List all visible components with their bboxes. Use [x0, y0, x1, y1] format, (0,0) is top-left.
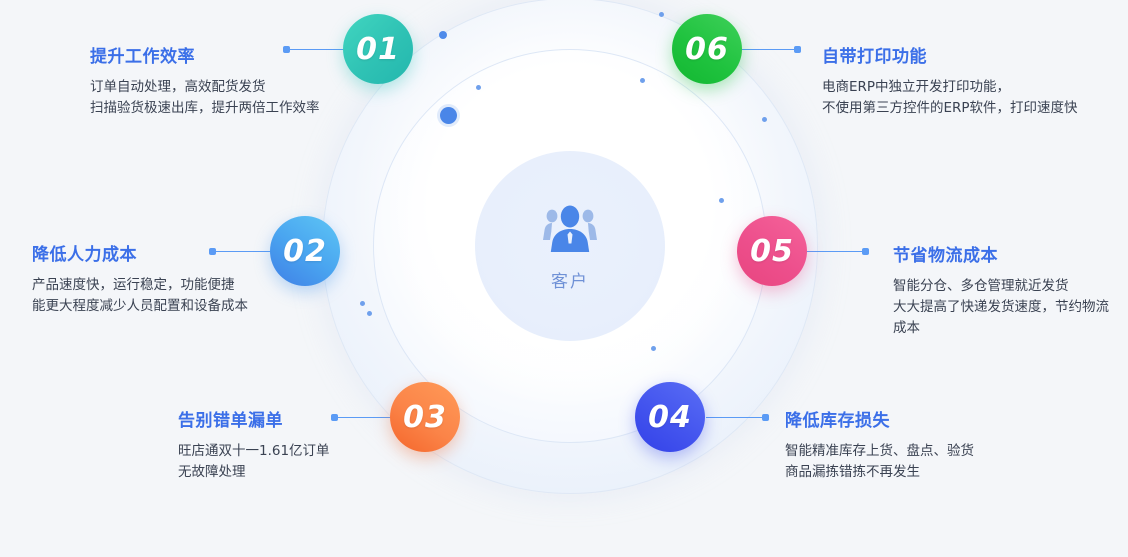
connector-dot-01	[283, 46, 290, 53]
badge-01[interactable]: 01	[343, 14, 413, 84]
feature-description-01: 订单自动处理，高效配货发货 扫描验货极速出库，提升两倍工作效率	[90, 79, 320, 116]
orbit-dot	[659, 12, 664, 17]
connector-dot-03	[331, 414, 338, 421]
orbit-dot	[440, 107, 457, 124]
feature-block-05: 节省物流成本 智能分仓、多仓管理就近发货 大大提高了快递发货速度，节约物流成本	[893, 241, 1118, 339]
badge-03[interactable]: 03	[390, 382, 460, 452]
orbit-dot	[762, 117, 767, 122]
orbit-dot	[367, 311, 372, 316]
feature-title-06: 自带打印功能	[822, 47, 927, 67]
badge-number: 05	[750, 233, 794, 269]
feature-block-06: 自带打印功能 电商ERP中独立开发打印功能， 不使用第三方控件的ERP软件，打印…	[822, 42, 1087, 119]
feature-description-02: 产品速度快，运行稳定，功能便捷 能更大程度减少人员配置和设备成本	[32, 277, 248, 314]
orbit-dot	[719, 198, 724, 203]
feature-block-02: 降低人力成本 产品速度快，运行稳定，功能便捷 能更大程度减少人员配置和设备成本	[32, 240, 282, 317]
badge-02[interactable]: 02	[270, 216, 340, 286]
feature-title-03: 告别错单漏单	[178, 411, 283, 431]
badge-number: 06	[685, 31, 729, 67]
badge-number: 04	[648, 399, 692, 435]
orbit-dot	[476, 85, 481, 90]
feature-block-04: 降低库存损失 智能精准库存上货、盘点、验货 商品漏拣错拣不再发生	[785, 406, 1035, 483]
feature-description-03: 旺店通双十一1.61亿订单 无故障处理	[178, 443, 330, 480]
connector-dot-06	[794, 46, 801, 53]
feature-block-01: 提升工作效率 订单自动处理，高效配货发货 扫描验货极速出库，提升两倍工作效率	[90, 42, 360, 119]
connector-dot-02	[209, 248, 216, 255]
badge-number: 02	[283, 233, 327, 269]
feature-description-06: 电商ERP中独立开发打印功能， 不使用第三方控件的ERP软件，打印速度快	[822, 79, 1078, 116]
center-content: 客户	[475, 151, 665, 341]
customer-group-icon	[539, 201, 601, 257]
orbit-dot	[651, 346, 656, 351]
orbit-dot	[439, 31, 447, 39]
connector-line-05	[806, 251, 864, 252]
connector-line-03	[336, 417, 392, 418]
feature-title-05: 节省物流成本	[893, 246, 998, 266]
connector-dot-04	[762, 414, 769, 421]
feature-description-05: 智能分仓、多仓管理就近发货 大大提高了快递发货速度，节约物流成本	[893, 278, 1109, 336]
badge-05[interactable]: 05	[737, 216, 807, 286]
connector-line-04	[706, 417, 764, 418]
badge-number: 03	[403, 399, 447, 435]
feature-title-04: 降低库存损失	[785, 411, 890, 431]
feature-title-02: 降低人力成本	[32, 245, 137, 265]
feature-description-04: 智能精准库存上货、盘点、验货 商品漏拣错拣不再发生	[785, 443, 974, 480]
orbit-dot	[360, 301, 365, 306]
feature-title-01: 提升工作效率	[90, 47, 195, 67]
connector-line-02	[214, 251, 272, 252]
badge-06[interactable]: 06	[672, 14, 742, 84]
badge-04[interactable]: 04	[635, 382, 705, 452]
orbit-dot	[640, 78, 645, 83]
connector-line-06	[742, 49, 798, 50]
connector-line-01	[288, 49, 344, 50]
connector-dot-05	[862, 248, 869, 255]
center-label: 客户	[551, 271, 589, 292]
badge-number: 01	[356, 31, 400, 67]
feature-block-03: 告别错单漏单 旺店通双十一1.61亿订单 无故障处理	[178, 406, 398, 483]
